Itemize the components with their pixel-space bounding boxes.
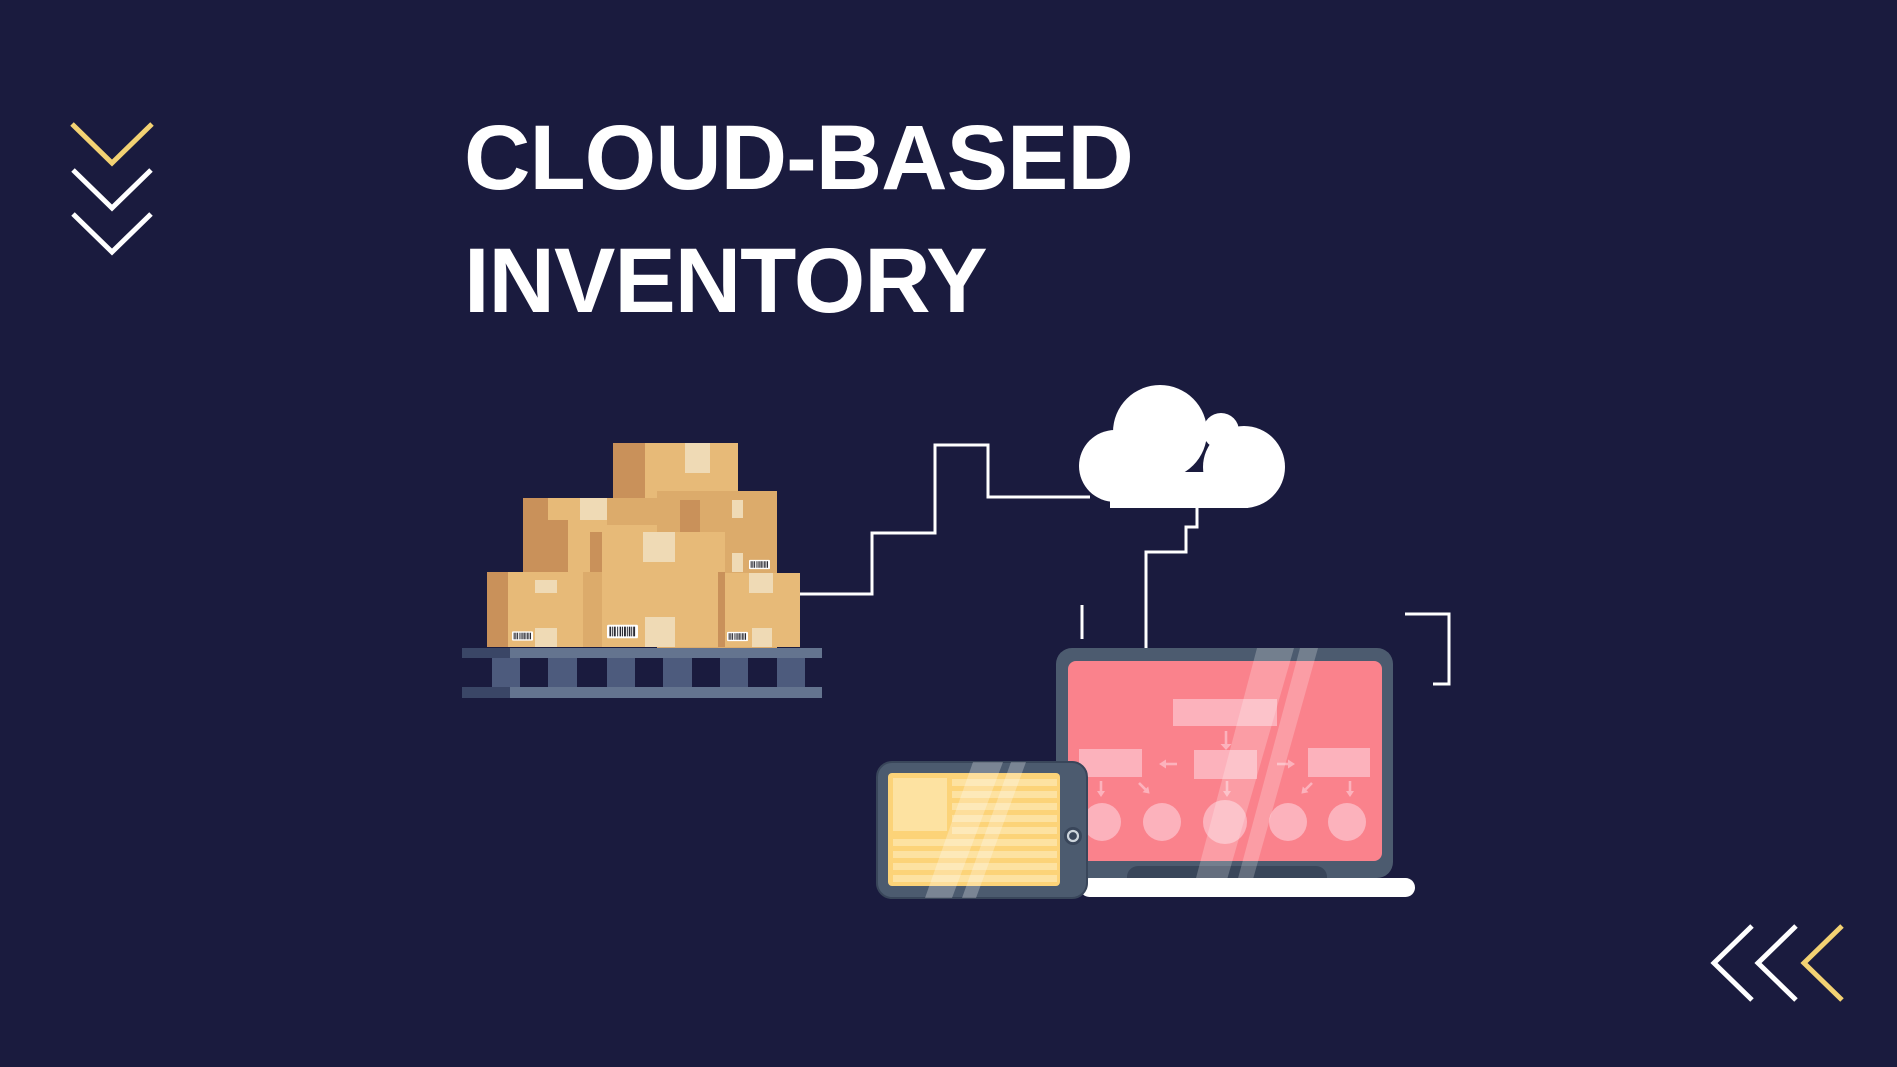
box-front-left [487, 572, 603, 647]
bracket-icon [1405, 612, 1451, 686]
box-front-right [725, 573, 800, 647]
title-line-1: CLOUD-BASED [464, 107, 1134, 209]
barcode-label [727, 631, 748, 642]
arrow-down-left-icon [1301, 782, 1313, 794]
arrow-down-icon [1097, 781, 1105, 797]
arrow-down-icon [1223, 781, 1231, 797]
flowchart-diagram [1079, 699, 1370, 844]
arrow-down-right-icon [1138, 782, 1150, 794]
arrow-down-icon [1220, 731, 1232, 750]
document-content [893, 778, 1057, 882]
laptop-illustration [1056, 648, 1415, 897]
laptop-base [1080, 878, 1415, 897]
box-shadow-step [548, 520, 568, 573]
laptop-glass-reflection [1191, 648, 1318, 897]
chevron-down-icon [70, 122, 154, 256]
tablet-illustration [876, 761, 1088, 899]
box-front-center [602, 532, 725, 647]
cloud-icon [1079, 385, 1285, 508]
page-title: CLOUD-BASED INVENTORY [464, 97, 1134, 343]
boxes-pallet-illustration [462, 443, 822, 698]
title-line-2: INVENTORY [464, 230, 988, 332]
barcode-label [749, 559, 770, 570]
tablet-glass-reflection [925, 762, 1026, 898]
arrow-right-icon [1277, 759, 1295, 769]
connector-zigzag-line [799, 443, 1090, 596]
cloud-connector-line [1080, 505, 1199, 655]
arrow-left-icon [1159, 759, 1177, 769]
barcode-label [512, 631, 533, 641]
barcode-label [607, 624, 638, 639]
home-button [1064, 827, 1082, 845]
arrow-down-icon [1346, 781, 1354, 797]
pallet [462, 648, 822, 698]
chevron-left-icon [1710, 924, 1844, 1002]
